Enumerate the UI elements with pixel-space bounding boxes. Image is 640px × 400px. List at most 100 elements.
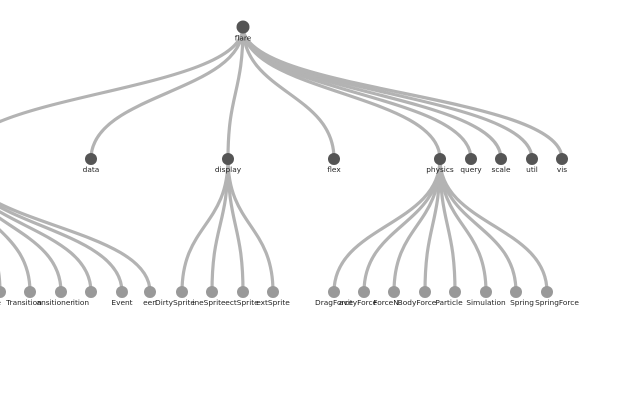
leaf-ition-label: ition [73, 298, 90, 307]
leaf-ectsprite-label: ectSprite [225, 298, 259, 307]
link-flare-display [226, 25, 245, 161]
link-flare-vis [241, 25, 564, 161]
node-flex-label: flex [327, 165, 341, 174]
leaf-dirtysprite[interactable]: DirtySprite [155, 286, 195, 307]
link-flare-data [89, 25, 245, 161]
node-scale-label: scale [491, 165, 510, 174]
node-display[interactable]: display [215, 153, 242, 174]
leaf-een-dot[interactable] [144, 286, 156, 298]
node-data-label: data [83, 165, 100, 174]
leaf-particle[interactable]: Particle [435, 286, 463, 307]
link-branch-0-event [0, 205, 124, 294]
node-util-dot[interactable] [526, 153, 538, 165]
link-branch-0-ition [0, 210, 93, 294]
node-scale-dot[interactable] [495, 153, 507, 165]
link-physics-spring [438, 157, 518, 294]
leaf-dirtysprite-dot[interactable] [176, 286, 188, 298]
node-data-dot[interactable] [85, 153, 97, 165]
node-util-label: util [526, 165, 538, 174]
node-query-dot[interactable] [465, 153, 477, 165]
leaf-dragforce[interactable]: DragForce [315, 286, 353, 307]
leaf-dragforce-dot[interactable] [328, 286, 340, 298]
leaf-een[interactable]: een [143, 286, 157, 307]
leaf-inesprite-label: ineSprite [192, 298, 226, 307]
leaf-transition-dot[interactable] [24, 286, 36, 298]
leaf-inesprite[interactable]: ineSprite [192, 286, 226, 307]
leaf-simulation-label: Simulation [466, 298, 506, 307]
leaf-bodyforce-label: BodyForce [398, 298, 437, 307]
node-display-dot[interactable] [222, 153, 234, 165]
leaf-avityforce-label: avityForce [339, 298, 378, 307]
node-vis-dot[interactable] [556, 153, 568, 165]
link-flare-flex [241, 25, 336, 161]
node-query-label: query [460, 165, 482, 174]
node-util[interactable]: util [526, 153, 538, 174]
leaf-extsprite[interactable]: extSprite [256, 286, 290, 307]
leaf-extsprite-label: extSprite [256, 298, 290, 307]
node-scale[interactable]: scale [491, 153, 511, 174]
leaf-event-dot[interactable] [116, 286, 128, 298]
leaf-ition-dot[interactable] [85, 286, 97, 298]
leaf-ectsprite[interactable]: ectSprite [225, 286, 259, 307]
leaf-spring[interactable]: Spring [510, 286, 534, 307]
leaf-avityforce-dot[interactable] [358, 286, 370, 298]
node-data[interactable]: data [83, 153, 100, 174]
link-branch-0-transition [0, 228, 32, 294]
leaf-transition[interactable]: Transition [5, 286, 42, 307]
leaf-forcen-dot[interactable] [388, 286, 400, 298]
node-flex[interactable]: flex [327, 153, 341, 174]
leaf-ence[interactable]: ence [0, 286, 6, 307]
leaf-event[interactable]: Event [111, 286, 133, 307]
leaf-springforce[interactable]: SpringForce [535, 286, 579, 307]
leaf-spring-dot[interactable] [510, 286, 522, 298]
leaf-ence-dot[interactable] [0, 286, 6, 298]
node-flare-dot[interactable] [236, 20, 250, 34]
node-physics[interactable]: physics [426, 153, 454, 174]
leaf-dirtysprite-label: DirtySprite [155, 298, 195, 307]
node-physics-dot[interactable] [434, 153, 446, 165]
link-physics-springforce [438, 157, 549, 294]
leaf-forcen[interactable]: ForceN [373, 286, 400, 307]
leaf-ansitioner-label: ansitioner [37, 298, 75, 307]
link-physics-avityforce [362, 157, 442, 294]
leaf-extsprite-dot[interactable] [267, 286, 279, 298]
node-query[interactable]: query [460, 153, 482, 174]
leaf-dragforce-label: DragForce [315, 298, 353, 307]
link-branch-0-een [0, 202, 152, 294]
node-flex-dot[interactable] [328, 153, 340, 165]
leaf-particle-dot[interactable] [449, 286, 461, 298]
leaf-simulation-dot[interactable] [480, 286, 492, 298]
leaf-ectsprite-dot[interactable] [237, 286, 249, 298]
leaf-springforce-dot[interactable] [541, 286, 553, 298]
node-vis-label: vis [557, 165, 567, 174]
leaf-bodyforce[interactable]: BodyForce [398, 286, 437, 307]
leaf-ence-label: ence [0, 298, 1, 307]
link-flare-query [241, 25, 473, 161]
node-flare[interactable]: flare [235, 20, 252, 43]
leaf-ition[interactable]: ition [73, 286, 97, 307]
leaf-spring-label: Spring [510, 298, 534, 307]
leaf-inesprite-dot[interactable] [206, 286, 218, 298]
leaf-avityforce[interactable]: avityForce [339, 286, 378, 307]
node-flare-label: flare [235, 34, 252, 43]
node-physics-label: physics [426, 165, 454, 174]
link-flare-physics [241, 25, 442, 161]
node-vis[interactable]: vis [556, 153, 568, 174]
leaf-simulation[interactable]: Simulation [466, 286, 506, 307]
link-display-extsprite [226, 157, 275, 294]
link-branch-0-ansitioner [0, 216, 63, 294]
leaf-ansitioner-dot[interactable] [55, 286, 67, 298]
leaf-particle-label: Particle [435, 298, 463, 307]
leaf-event-label: Event [111, 298, 132, 307]
leaf-forcen-label: ForceN [373, 298, 399, 307]
leaf-springforce-label: SpringForce [535, 298, 579, 307]
leaf-transition-label: Transition [5, 298, 42, 307]
leaf-een-label: een [143, 298, 157, 307]
leaf-ansitioner[interactable]: ansitioner [37, 286, 75, 307]
tree-links [0, 25, 564, 294]
node-display-label: display [215, 165, 242, 174]
leaf-bodyforce-dot[interactable] [419, 286, 431, 298]
link-flare-branch-0 [0, 25, 245, 124]
